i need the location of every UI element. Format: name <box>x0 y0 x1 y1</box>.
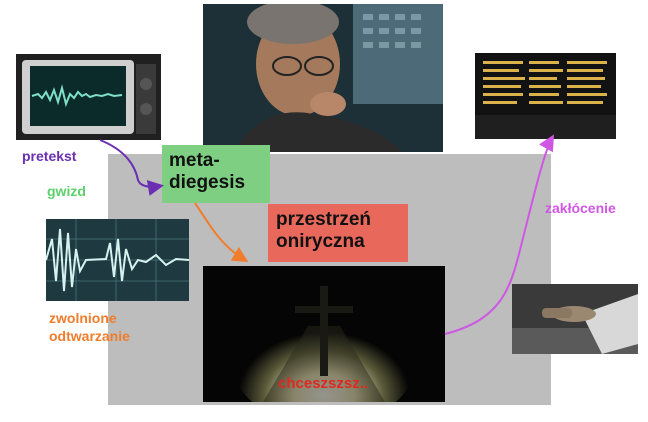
label-slow-playback-line-1: zwolnione <box>49 310 117 326</box>
label-slow-playback-line-2: odtwarzanie <box>49 328 130 344</box>
tunnel-image <box>203 266 445 402</box>
oneiric-space-line-1: przestrzeń <box>276 209 372 230</box>
label-gwizd: gwizd <box>47 183 86 199</box>
departure-board-image <box>475 53 616 139</box>
oneiric-space-line-2: oniryczna <box>276 231 365 252</box>
subtitle-text: chceszszsz.. <box>278 375 369 392</box>
label-slow-playback: zwolnione odtwarzanie <box>49 309 130 345</box>
meta-diegesis-line-1: meta- <box>169 150 220 171</box>
meta-diegesis-box: meta- diegesis <box>162 145 270 203</box>
label-pretekst: pretekst <box>22 148 77 164</box>
oneiric-space-box: przestrzeń oniryczna <box>268 204 408 262</box>
hand-image <box>512 284 638 354</box>
label-zaklocenie: zakłócenie <box>545 200 616 216</box>
waveform-image <box>46 219 189 301</box>
meta-diegesis-line-2: diegesis <box>169 172 246 193</box>
audio-monitor-image <box>16 54 161 140</box>
portrait-image <box>203 4 443 152</box>
